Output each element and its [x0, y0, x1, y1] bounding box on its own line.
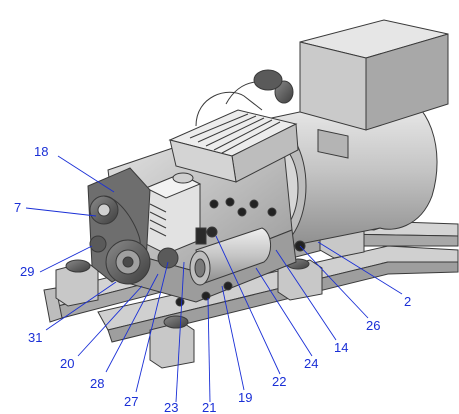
heat-exchanger — [144, 172, 202, 255]
callout-26: 26 — [366, 318, 380, 333]
callout-20: 20 — [60, 356, 74, 371]
callout-labels: 18 7 29 31 20 28 27 23 21 19 22 24 14 26… — [14, 144, 411, 414]
leader-19 — [221, 285, 245, 391]
callout-2: 2 — [404, 294, 411, 309]
exhaust-cylinder — [189, 227, 271, 286]
callout-28: 28 — [90, 376, 104, 391]
callout-22: 22 — [272, 374, 286, 389]
leader-28 — [105, 273, 159, 373]
callout-19: 19 — [238, 390, 252, 405]
callout-24: 24 — [304, 356, 318, 371]
terminal-box — [299, 19, 449, 159]
fittings — [175, 197, 306, 307]
callout-27: 27 — [124, 394, 138, 409]
leader-21 — [207, 297, 211, 403]
callout-23: 23 — [164, 400, 178, 414]
callout-21: 21 — [202, 400, 216, 414]
valve-cover — [168, 109, 299, 183]
leader-24 — [255, 267, 313, 357]
leader-22 — [215, 235, 281, 375]
leader-31 — [45, 281, 117, 331]
front-timing-cover — [87, 167, 179, 285]
leader-7 — [25, 207, 97, 217]
leader-26 — [299, 245, 369, 319]
callout-29: 29 — [20, 264, 34, 279]
leader-20 — [77, 285, 143, 357]
callout-18: 18 — [34, 144, 48, 159]
leader-2 — [317, 241, 403, 295]
leader-27 — [135, 261, 169, 393]
callout-leaders — [25, 155, 403, 403]
leader-23 — [175, 261, 185, 403]
callout-7: 7 — [14, 200, 21, 215]
callout-14: 14 — [334, 340, 348, 355]
intake-piping — [195, 69, 294, 127]
leader-29 — [39, 245, 93, 273]
leader-18 — [57, 155, 115, 193]
leader-14 — [275, 249, 337, 341]
callout-31: 31 — [28, 330, 42, 345]
